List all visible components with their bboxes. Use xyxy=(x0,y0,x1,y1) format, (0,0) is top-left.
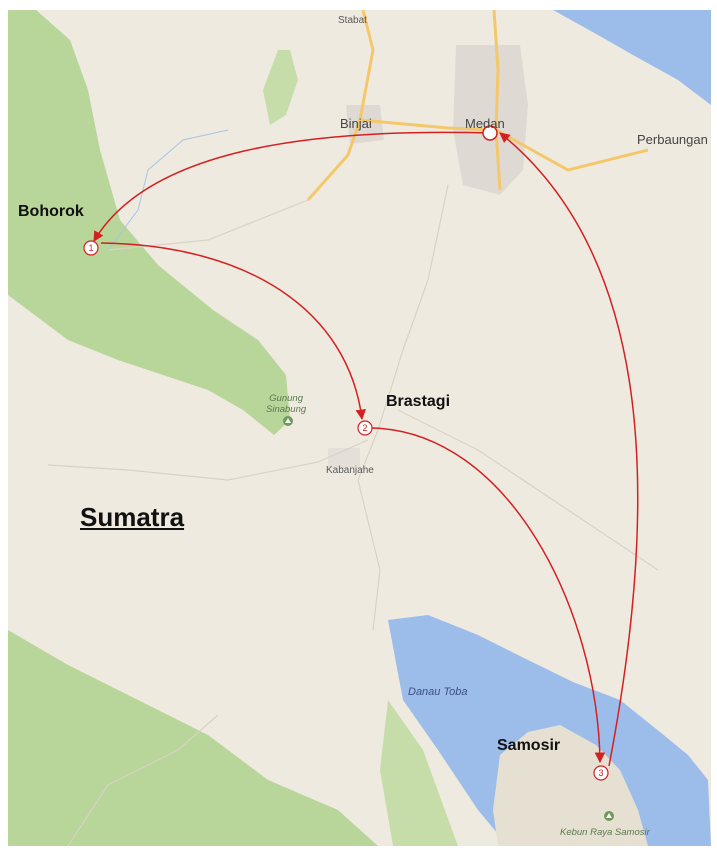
route-segment-samosir-to-medan xyxy=(499,132,639,767)
stop-label-bohorok[interactable]: Bohorok xyxy=(18,203,84,220)
water-label-danau-toba[interactable]: Danau Toba xyxy=(408,686,468,698)
stop-label-brastagi[interactable]: Brastagi xyxy=(386,393,451,410)
place-label-perbaungan[interactable]: Perbaungan xyxy=(637,132,708,147)
poi-label-line2: Sinabung xyxy=(266,404,307,415)
route-segment-bohorok-to-brastagi xyxy=(100,242,366,421)
minor-roads xyxy=(47,184,659,846)
route-segment-medan-to-bohorok xyxy=(93,131,492,242)
forest-area-southwest xyxy=(8,630,378,846)
place-label-kabanjahe[interactable]: Kabanjahe xyxy=(326,465,374,476)
stop-marker-3 xyxy=(593,765,609,781)
poi-label-kebun-raya[interactable]: Kebun Raya Samosir xyxy=(560,827,650,838)
stop-label-samosir[interactable]: Samosir xyxy=(497,737,561,754)
place-label-binjai[interactable]: Binjai xyxy=(340,116,372,131)
place-label-medan[interactable]: Medan xyxy=(465,116,505,131)
forest-area-north xyxy=(263,50,298,125)
route xyxy=(93,131,639,767)
urban-kabanjahe xyxy=(328,448,360,468)
stop-marker-1 xyxy=(83,240,99,256)
place-label-stabat[interactable]: Stabat xyxy=(338,15,367,26)
river xyxy=(107,129,229,251)
region-label: Sumatra xyxy=(80,502,185,532)
poi-label-gunung-sinabung[interactable]: Gunung Sinabung xyxy=(266,393,306,415)
stop-number-2: 2 xyxy=(362,423,368,433)
main-roads xyxy=(306,10,649,201)
route-segment-brastagi-to-samosir xyxy=(370,427,606,764)
stop-number-3: 3 xyxy=(598,768,604,778)
poi-label-line1: Gunung xyxy=(269,393,303,404)
map-canvas[interactable]: 1 2 3 Stabat Binjai Medan Perbaungan Kab… xyxy=(8,10,711,846)
map-layers xyxy=(8,10,711,846)
forest-area-leuser xyxy=(8,10,290,435)
marker-medan xyxy=(482,125,498,141)
stop-marker-2 xyxy=(357,420,373,436)
urban-medan xyxy=(453,45,528,195)
forest-area-south xyxy=(380,700,458,846)
stop-number-1: 1 xyxy=(88,243,94,253)
sea xyxy=(553,10,711,105)
